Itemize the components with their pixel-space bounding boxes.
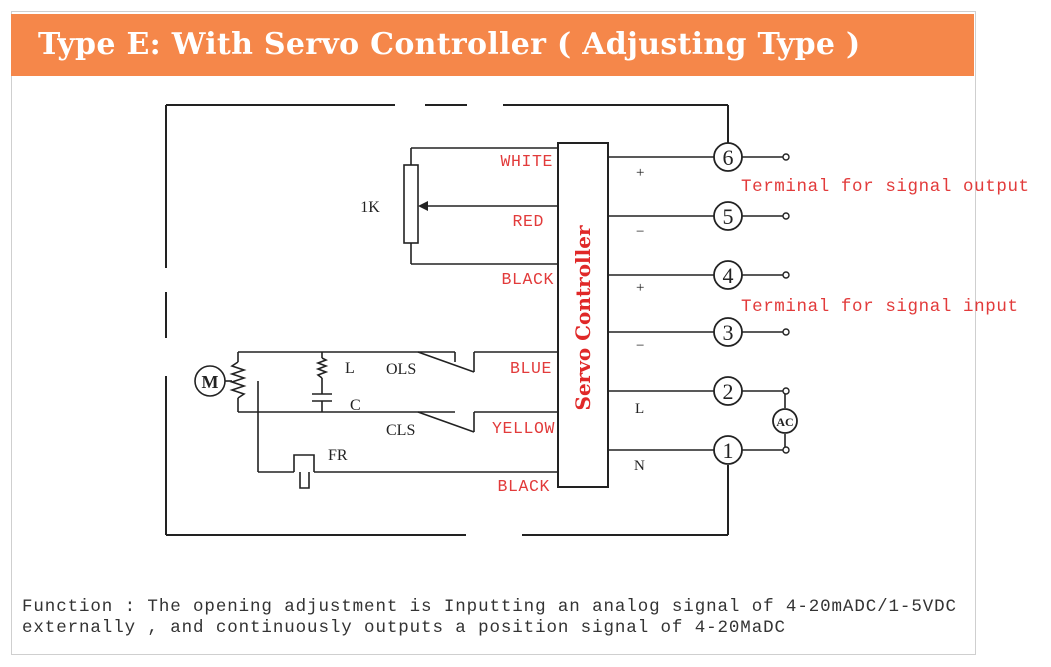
motor-symbol: M bbox=[194, 365, 226, 397]
terminal-2: 2 bbox=[713, 376, 743, 406]
cls-label: CLS bbox=[386, 422, 415, 439]
terminal-end-dots bbox=[782, 153, 790, 454]
wiper-arrow-icon bbox=[418, 201, 428, 211]
terminal-3: 3 bbox=[713, 317, 743, 347]
terminal-circle-icon bbox=[713, 435, 743, 465]
terminal-5: 5 bbox=[713, 201, 743, 231]
function-text-line1: Function : The opening adjustment is Inp… bbox=[22, 597, 957, 617]
inductor-label: L bbox=[345, 360, 355, 377]
terminal-number: 5 bbox=[723, 204, 734, 229]
motor-circuit bbox=[225, 351, 558, 489]
polarity-1: N bbox=[634, 458, 645, 474]
wire-label-blue: BLUE bbox=[510, 359, 552, 378]
diagram-panel bbox=[11, 11, 976, 655]
terminal-circle-icon bbox=[713, 376, 743, 406]
motor-icon bbox=[194, 365, 226, 397]
terminal-circle-icon bbox=[713, 142, 743, 172]
function-text-line2: externally , and continuously outputs a … bbox=[22, 618, 786, 638]
terminal-number: 3 bbox=[723, 320, 734, 345]
terminal-4: 4 bbox=[713, 260, 743, 290]
polarity-5: − bbox=[636, 224, 644, 240]
ols-label: OLS bbox=[386, 361, 416, 378]
polarity-4: + bbox=[636, 280, 644, 296]
polarity-3: − bbox=[636, 338, 644, 354]
wire-label-black-bottom: BLACK bbox=[497, 477, 550, 496]
potentiometer-label: 1K bbox=[360, 199, 380, 216]
terminal-number: 1 bbox=[723, 438, 734, 463]
wire-label-yellow: YELLOW bbox=[492, 419, 555, 438]
ac-source: AC bbox=[772, 408, 798, 434]
wire-label-black-top: BLACK bbox=[501, 270, 554, 289]
terminal-number: 6 bbox=[723, 145, 734, 170]
terminal-number: 4 bbox=[723, 263, 734, 288]
terminal-6: 6 bbox=[713, 142, 743, 172]
wire-label-red: RED bbox=[512, 212, 544, 231]
terminal-1: 1 bbox=[713, 435, 743, 465]
capacitor-label: C bbox=[350, 397, 361, 414]
terminal-circle-icon bbox=[713, 201, 743, 231]
servo-controller-box bbox=[557, 142, 609, 488]
input-terminal-annotation: Terminal for signal input bbox=[741, 297, 1019, 317]
polarity-2: L bbox=[635, 401, 644, 417]
terminal-wires bbox=[608, 156, 786, 451]
motor-label: M bbox=[202, 372, 219, 392]
polarity-6: + bbox=[636, 165, 644, 181]
wire-label-white: WHITE bbox=[500, 152, 553, 171]
servo-controller-label: Servo Controller bbox=[571, 225, 595, 410]
output-terminal-annotation: Terminal for signal output bbox=[741, 177, 1030, 197]
page-title: Type E: With Servo Controller ( Adjustin… bbox=[38, 27, 861, 62]
title-banner bbox=[11, 14, 974, 76]
potentiometer-circuit bbox=[403, 147, 558, 265]
enclosure-outline bbox=[165, 104, 729, 536]
terminal-circle-icon bbox=[713, 260, 743, 290]
terminal-circle-icon bbox=[713, 317, 743, 347]
fr-label: FR bbox=[328, 447, 348, 464]
terminal-number: 2 bbox=[723, 379, 734, 404]
ac-label: AC bbox=[776, 415, 793, 429]
ac-source-icon bbox=[772, 408, 798, 434]
